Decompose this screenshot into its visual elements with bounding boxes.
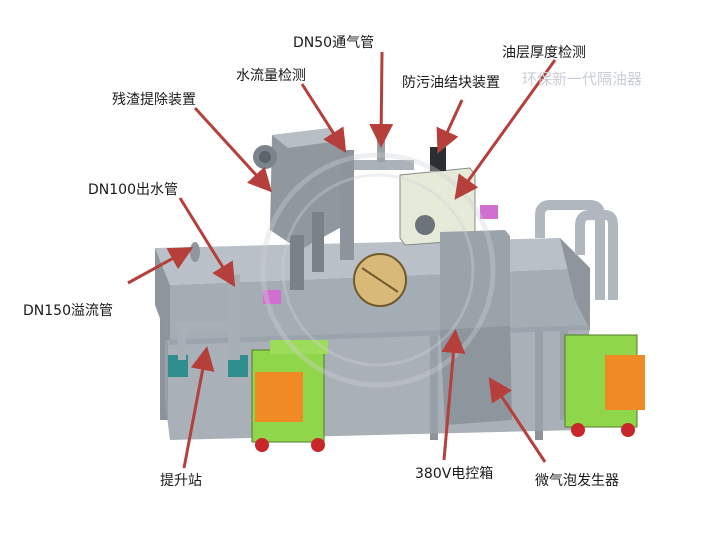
vent-pipes-right xyxy=(535,200,618,300)
watermark-text: 环保新一代隔油器 xyxy=(522,70,643,88)
callout-arrows xyxy=(127,51,557,469)
arrow-anti-fouling xyxy=(436,99,464,154)
flow-pipe xyxy=(340,140,414,260)
label-dn100-outlet: DN100出水管 xyxy=(88,182,178,198)
arrow-residue xyxy=(193,106,273,193)
arrow-oil-thickness xyxy=(454,59,557,200)
label-lift-station: 提升站 xyxy=(160,473,202,489)
arrow-lift-station xyxy=(182,346,215,469)
waste-cart-left xyxy=(251,340,328,452)
waste-cart-right xyxy=(564,334,645,437)
arrow-micro-bubble xyxy=(488,376,547,463)
inspection-hatch xyxy=(353,253,407,307)
label-anti-fouling: 防污油结块装置 xyxy=(402,75,500,91)
arrow-control-box xyxy=(441,329,466,461)
arrow-water-flow xyxy=(300,83,347,154)
label-oil-thickness: 油层厚度检测 xyxy=(502,45,586,61)
logo-watermark xyxy=(260,152,496,388)
label-water-flow: 水流量检测 xyxy=(236,68,306,84)
arrow-dn50 xyxy=(369,51,394,148)
label-residue-removal: 残渣提除装置 xyxy=(112,92,196,108)
arrow-dn150 xyxy=(127,247,194,285)
arrow-dn100 xyxy=(178,197,236,288)
label-control-box: 380V电控箱 xyxy=(415,466,494,482)
label-micro-bubble: 微气泡发生器 xyxy=(535,473,619,489)
outlet-pipes-left xyxy=(175,242,240,360)
valves xyxy=(168,205,498,377)
label-dn150-overflow: DN150溢流管 xyxy=(23,303,113,319)
label-dn50-vent: DN50通气管 xyxy=(293,35,375,51)
